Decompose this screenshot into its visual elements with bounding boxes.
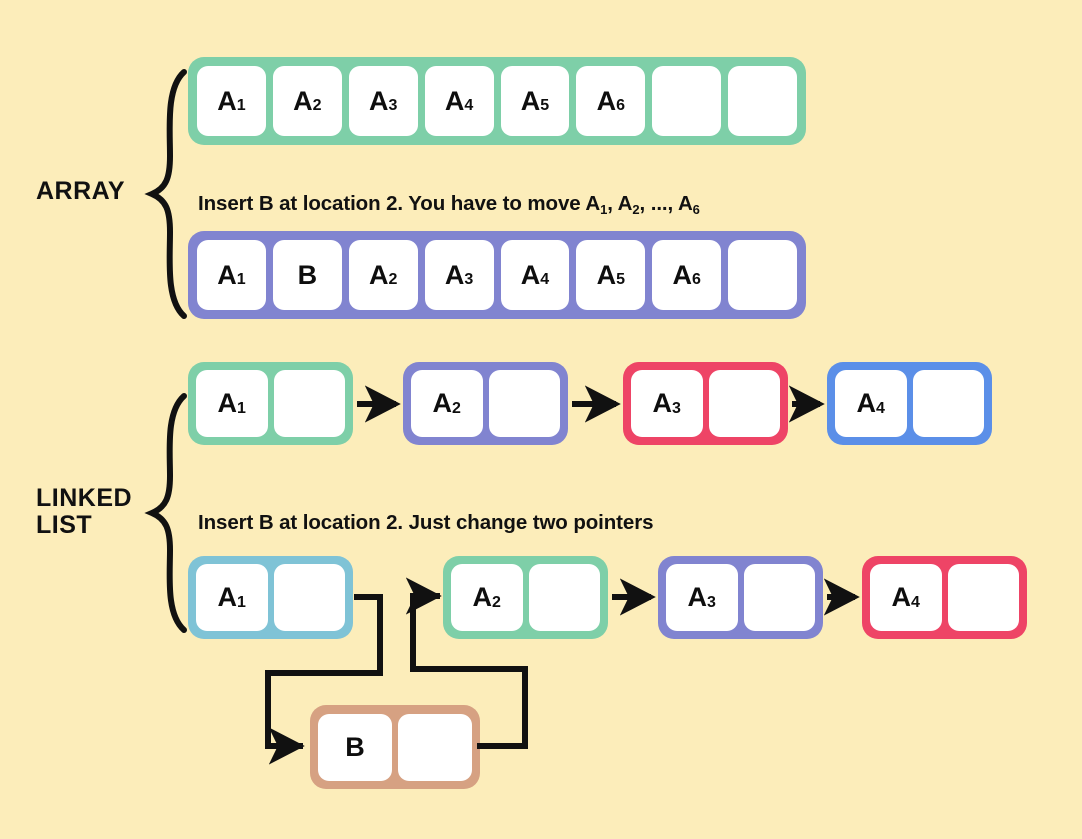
caption-linked-list: Insert B at location 2. Just change two … <box>198 511 654 534</box>
array-before-cell-7 <box>652 66 722 136</box>
array-after-cell-8 <box>728 240 797 310</box>
ll-before-node-3-pointer <box>708 370 780 437</box>
ll-after-node-1-pointer <box>273 564 345 631</box>
caption-array-part1: Insert B at location 2. You have to move… <box>198 192 601 215</box>
ll-before-node-1-pointer <box>273 370 345 437</box>
ll-after-node-inserted-b: B <box>310 705 480 789</box>
section-label-linked-list: LINKED LIST <box>36 485 132 539</box>
section-label-array: ARRAY <box>36 177 126 205</box>
ll-before-node-4-pointer <box>912 370 984 437</box>
ll-after-node-4-pointer <box>947 564 1019 631</box>
ll-after-node-inserted-b-value: B <box>318 713 392 781</box>
array-after-cell-2: B <box>272 240 342 310</box>
ll-before-node-2-pointer <box>488 370 560 437</box>
caption-array-part3: , ..., A <box>639 192 693 215</box>
array-before-cell-8 <box>728 66 797 136</box>
caption-array-sub1: 1 <box>600 202 608 217</box>
section-label-linked-list-line1: LINKED <box>36 484 133 512</box>
caption-array-sub2: 2 <box>632 202 640 217</box>
section-label-linked-list-line2: LIST <box>36 511 93 539</box>
caption-array-part2: , A <box>607 192 633 215</box>
ll-after-node-inserted-b-pointer <box>398 713 472 781</box>
caption-array-sub3: 6 <box>692 202 700 217</box>
caption-array: Insert B at location 2. You have to move… <box>198 192 700 217</box>
ll-after-node-2-pointer <box>528 564 600 631</box>
ll-after-node-3-pointer <box>743 564 815 631</box>
